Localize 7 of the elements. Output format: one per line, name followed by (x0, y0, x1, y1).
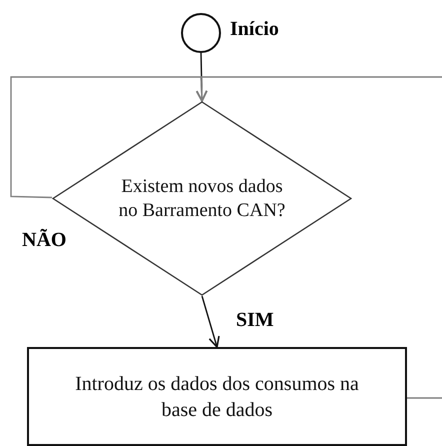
start-circle (181, 13, 221, 53)
arrow (201, 296, 220, 348)
process-text: Introduz os dados dos consumos na base de dados (74, 372, 360, 423)
process-box (27, 347, 407, 446)
decision-text: Existem novos dados no Barramento CAN? (118, 174, 286, 222)
arrow (196, 76, 442, 102)
start-label: Início (230, 18, 279, 41)
